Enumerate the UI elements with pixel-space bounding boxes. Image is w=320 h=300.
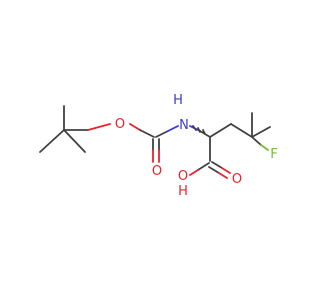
bond-c-to-n-1 bbox=[155, 130, 169, 138]
bond-acid-co-1a bbox=[211, 161, 223, 169]
bond-acid-c-oh-1 bbox=[197, 162, 210, 171]
bond-acid-c-oh-2 bbox=[189, 169, 199, 176]
bond-ch2-to-cq bbox=[230, 123, 253, 138]
bond-acid-co-1b bbox=[221, 167, 231, 174]
carboxyl-oxygen-label: O bbox=[232, 172, 242, 187]
bond-tbu-methyl-left bbox=[39, 129, 65, 153]
bond-tbu-methyl-bottom bbox=[63, 129, 86, 153]
structure-drawing: O O H N O O H F bbox=[39, 93, 278, 199]
bond-tbu-to-ester-o-2 bbox=[87, 123, 111, 131]
bond-alpha-to-ch2 bbox=[209, 123, 232, 138]
molecule-canvas: O O H N O O H F bbox=[39, 93, 278, 199]
bond-acid-co-2b bbox=[218, 172, 228, 179]
ester-oxygen-label: O bbox=[115, 117, 125, 132]
bond-cq-to-f-2 bbox=[260, 144, 269, 151]
carbonyl-oxygen-label: O bbox=[152, 164, 162, 179]
bond-cq-to-f-1 bbox=[251, 136, 262, 146]
nitrogen-label: N bbox=[179, 118, 189, 133]
bond-ester-o-to-c-1 bbox=[129, 123, 141, 131]
amine-hydrogen-label: H bbox=[173, 93, 183, 108]
bond-c-to-n-2 bbox=[167, 125, 179, 132]
fluorine-label: F bbox=[270, 147, 277, 162]
bond-cq-methyl-right bbox=[251, 126, 271, 138]
bond-acid-co-2a bbox=[208, 166, 220, 174]
bond-ester-o-to-c-2 bbox=[139, 129, 155, 138]
stereo-hash-bond bbox=[192, 125, 206, 135]
hydroxyl-hydrogen-label: H bbox=[178, 184, 188, 199]
hydroxyl-oxygen-label: O bbox=[178, 169, 188, 184]
